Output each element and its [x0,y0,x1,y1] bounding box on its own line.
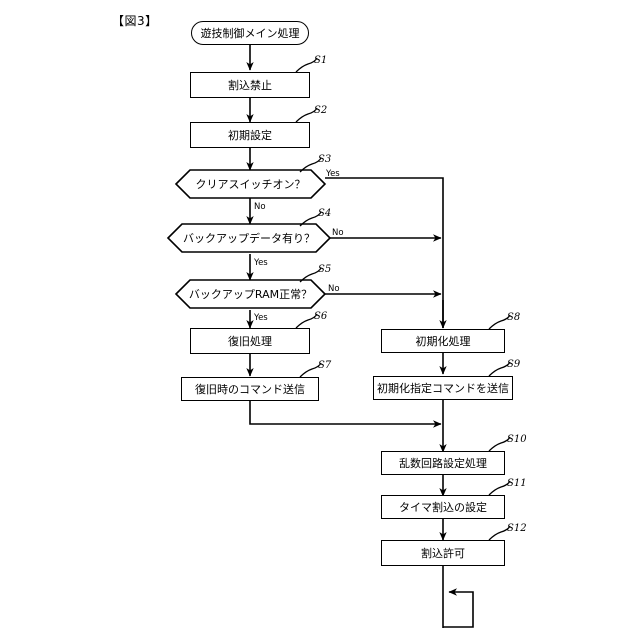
node-s9-label: 初期化指定コマンドを送信 [377,381,509,395]
node-s1-label: 割込禁止 [228,78,272,92]
step-label-s9: S9 [507,359,521,370]
branch-label-s4-no: No [332,228,344,238]
step-label-s12: S12 [507,523,527,534]
step-label-s5: S5 [318,264,332,275]
node-s10-label: 乱数回路設定処理 [399,456,487,470]
step-label-s2: S2 [314,105,328,116]
node-s6[interactable]: 復旧処理 [190,328,310,354]
step-label-s1: S1 [314,55,328,66]
node-s7-label: 復旧時のコマンド送信 [195,382,305,396]
node-s12-label: 割込許可 [421,546,465,560]
node-s7[interactable]: 復旧時のコマンド送信 [181,377,319,401]
node-s5[interactable]: バックアップRAM正常？ [176,280,325,308]
branch-label-s4-yes: Yes [254,258,268,268]
step-label-s7: S7 [318,360,332,371]
node-s5-label: バックアップRAM正常？ [188,287,313,301]
node-s2[interactable]: 初期設定 [190,122,310,148]
branch-label-s5-no: No [328,284,340,294]
node-start[interactable]: 遊技制御メイン処理 [191,21,309,45]
node-s4-label: バックアップデータ有り？ [183,231,315,245]
node-s11[interactable]: タイマ割込の設定 [381,495,505,519]
node-s3[interactable]: クリアスイッチオン？ [176,170,325,198]
node-s12[interactable]: 割込許可 [381,540,505,566]
node-s4[interactable]: バックアップデータ有り？ [168,224,330,252]
step-label-s3: S3 [318,154,332,165]
node-s11-label: タイマ割込の設定 [399,500,487,514]
figure-title: 【図3】 [112,14,158,28]
node-s3-label: クリアスイッチオン？ [195,177,306,191]
node-s2-label: 初期設定 [228,128,272,142]
branch-label-s3-yes: Yes [326,169,340,179]
step-label-s8: S8 [507,312,521,323]
branch-label-s3-no: No [254,202,266,212]
branch-label-s5-yes: Yes [254,313,268,323]
step-label-s11: S11 [507,478,527,489]
step-label-s4: S4 [318,208,332,219]
step-label-s10: S10 [507,434,527,445]
step-label-s6: S6 [314,311,328,322]
node-s8[interactable]: 初期化処理 [381,329,505,353]
node-s6-label: 復旧処理 [228,334,272,348]
node-s1[interactable]: 割込禁止 [190,72,310,98]
node-s9[interactable]: 初期化指定コマンドを送信 [373,376,513,400]
node-s10[interactable]: 乱数回路設定処理 [381,451,505,475]
node-s8-label: 初期化処理 [415,334,471,348]
node-start-label: 遊技制御メイン処理 [200,26,300,40]
